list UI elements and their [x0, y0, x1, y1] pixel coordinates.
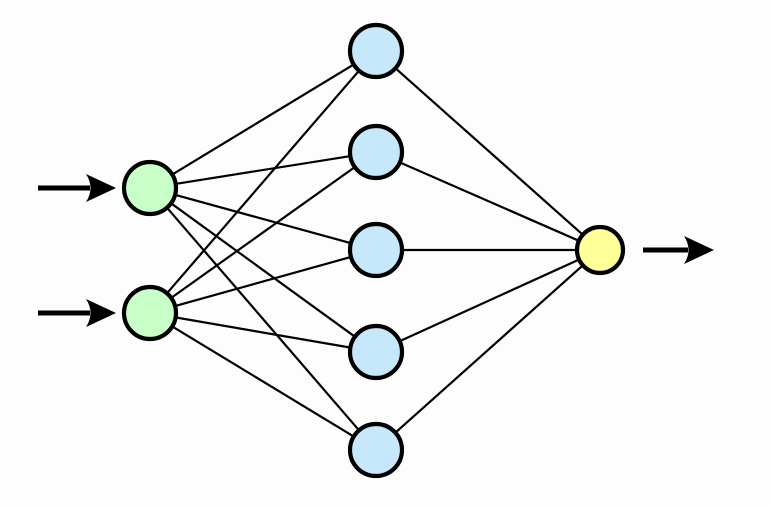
io-arrows-group: [38, 174, 714, 327]
node-h5-hidden[interactable]: [347, 421, 405, 479]
node-i2-input[interactable]: [121, 284, 179, 342]
input-arrow-1-head: [86, 174, 116, 202]
edge-h4-o1: [397, 258, 582, 343]
edges-group: [165, 62, 585, 439]
edge-h1-o1: [393, 66, 585, 237]
edge-i1-h5: [165, 205, 361, 433]
nodes-group: [121, 22, 626, 479]
edge-i2-h4: [173, 316, 353, 349]
edge-i1-h2: [173, 154, 353, 186]
input-arrow-1: [38, 174, 116, 202]
node-h2-hidden[interactable]: [347, 123, 405, 181]
edge-i1-h4: [169, 201, 357, 339]
node-h1-hidden[interactable]: [347, 22, 405, 80]
edge-i1-h3: [173, 193, 353, 245]
output-arrow-head: [684, 236, 714, 264]
node-h4-hidden[interactable]: [347, 323, 405, 381]
output-arrow: [643, 236, 714, 264]
edge-i2-h5: [170, 324, 356, 439]
edge-h5-o1: [393, 263, 585, 435]
edge-i2-h2: [169, 165, 357, 300]
edge-i2-h3: [172, 255, 354, 308]
edge-h2-o1: [397, 160, 581, 243]
input-arrow-2: [38, 299, 116, 327]
node-o1-output[interactable]: [574, 224, 626, 276]
edge-i2-h1: [165, 68, 361, 296]
input-arrow-2-head: [86, 299, 116, 327]
node-i1-input[interactable]: [121, 159, 179, 217]
node-h3-hidden[interactable]: [347, 221, 405, 279]
edge-i1-h1: [170, 62, 356, 177]
